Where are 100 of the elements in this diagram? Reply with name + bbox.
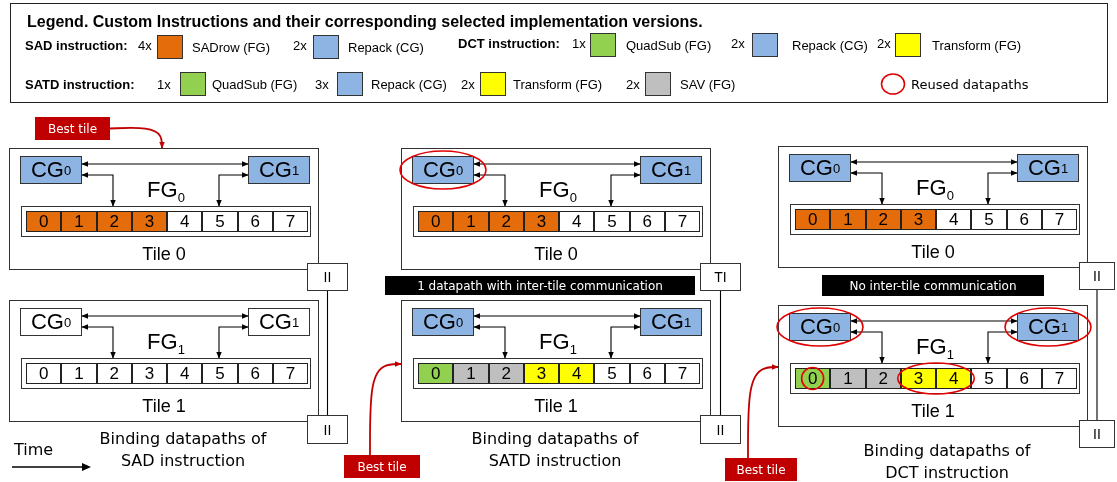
- best-tile-tag: Best tile: [35, 117, 110, 140]
- legend-label: Repack (CG): [348, 40, 424, 56]
- fg-label: FG$_{1}$: [539, 331, 577, 356]
- datapath-cell: 1: [830, 209, 866, 230]
- datapath-cell: 5: [594, 363, 630, 384]
- callout-arrow: [369, 361, 402, 456]
- datapath-cell: 5: [971, 209, 1007, 230]
- datapath-cell: 7: [664, 363, 700, 384]
- fg-label: FG$_{0}$: [916, 177, 954, 202]
- connector-line: [1096, 289, 1098, 421]
- datapath-cell: 1: [61, 363, 97, 384]
- legend-label: Transform (FG): [513, 77, 603, 93]
- datapath-cell: 4: [936, 368, 972, 389]
- connector-line: [326, 290, 329, 416]
- count-label: 2x: [731, 36, 745, 52]
- connector-arrow: [850, 318, 1018, 324]
- connector-arrow: [985, 170, 1018, 205]
- tile-panel: [401, 300, 711, 422]
- count-label: 2x: [293, 38, 307, 54]
- legend-label: Repack (CG): [792, 38, 868, 54]
- interface-box: TI: [700, 263, 741, 291]
- datapath-cell: 1: [453, 363, 489, 384]
- caption: Binding datapaths of SAD instruction: [98, 428, 268, 472]
- note-banner: 1 datapath with inter-tile communication: [385, 276, 695, 295]
- count-label: 2x: [877, 36, 891, 52]
- datapath-cell: 1: [61, 211, 97, 232]
- datapath-cell: 3: [131, 363, 167, 384]
- tile-panel: [9, 300, 319, 422]
- interface-box: II: [307, 415, 348, 444]
- datapath-cell: 7: [272, 363, 308, 384]
- legend-label: Transform (FG): [932, 38, 1022, 54]
- datapath-cell: 7: [1041, 209, 1077, 230]
- connector-arrow: [81, 172, 116, 207]
- datapath-cell: 7: [1041, 368, 1077, 389]
- interface-box: II: [1079, 262, 1115, 290]
- connector-arrow: [216, 172, 249, 207]
- tile-panel: [401, 148, 711, 270]
- count-label: 2x: [626, 77, 640, 93]
- datapath-cell: 6: [237, 211, 273, 232]
- tile-panel: [778, 146, 1088, 268]
- legend-label: SAV (FG): [680, 77, 736, 93]
- connector-arrow: [81, 324, 116, 359]
- datapath-cell: 4: [167, 363, 203, 384]
- datapath-cell: 6: [1006, 209, 1042, 230]
- datapath-cell: 6: [629, 211, 665, 232]
- legend-label: QuadSub (FG): [626, 38, 712, 54]
- interface-box: II: [1079, 420, 1115, 448]
- datapath-cell: 4: [936, 209, 972, 230]
- connector-arrow: [985, 329, 1018, 364]
- connector-arrow: [850, 159, 1018, 165]
- connector-arrow: [850, 170, 885, 205]
- datapath-cell: 2: [488, 363, 524, 384]
- legend-label: Repack (CG): [371, 77, 447, 93]
- datapath-cell: 1: [453, 211, 489, 232]
- interface-box: II: [307, 263, 348, 291]
- legend-label: QuadSub (FG): [212, 77, 298, 93]
- count-label: 4x: [138, 38, 152, 54]
- datapath-cell: 2: [96, 363, 132, 384]
- datapath-cell: 4: [167, 211, 203, 232]
- count-label: 1x: [157, 77, 171, 93]
- legend-label: SADrow (FG): [192, 40, 270, 56]
- connector-arrow: [850, 329, 885, 364]
- datapath-cell: 3: [900, 209, 936, 230]
- datapath-cell: 5: [202, 211, 238, 232]
- best-tile-tag: Best tile: [344, 455, 420, 478]
- datapath-cell: 7: [272, 211, 308, 232]
- count-label: 2x: [461, 77, 475, 93]
- datapath-cell: 0: [418, 363, 454, 384]
- connector-arrow: [216, 324, 249, 359]
- tile-panel: [778, 305, 1088, 427]
- datapath-cell: 6: [1006, 368, 1042, 389]
- datapath-cell: 5: [971, 368, 1007, 389]
- tile-label: Tile 0: [534, 245, 578, 263]
- connector-arrow: [473, 313, 641, 319]
- datapath-cell: 3: [900, 368, 936, 389]
- connector-arrow: [608, 172, 641, 207]
- instruction-heading: DCT instruction:: [458, 36, 560, 52]
- datapath-cell: 0: [795, 209, 831, 230]
- tile-label: Tile 1: [911, 402, 955, 420]
- callout-arrow: [109, 127, 165, 149]
- time-label: Time: [14, 440, 54, 460]
- count-label: 3x: [315, 77, 329, 93]
- connector-arrow: [473, 161, 641, 167]
- datapath-cell: 2: [488, 211, 524, 232]
- fg-label: FG$_{1}$: [916, 336, 954, 361]
- instruction-heading: SAD instruction:: [25, 38, 128, 54]
- count-label: 1x: [572, 36, 586, 52]
- tile-panel: [9, 148, 319, 270]
- connector-arrow: [81, 161, 249, 167]
- tile-label: Tile 1: [534, 397, 578, 415]
- datapath-cell: 0: [26, 363, 62, 384]
- callout-arrow: [747, 364, 779, 459]
- fg-label: FG$_{0}$: [147, 179, 185, 204]
- legend-label: Reused datapaths: [911, 77, 1029, 93]
- datapath-cell: 5: [594, 211, 630, 232]
- connector-line: [719, 290, 722, 416]
- tile-label: Tile 0: [911, 243, 955, 261]
- fg-label: FG$_{1}$: [147, 331, 185, 356]
- connector-arrow: [473, 324, 508, 359]
- datapath-cell: 2: [865, 368, 901, 389]
